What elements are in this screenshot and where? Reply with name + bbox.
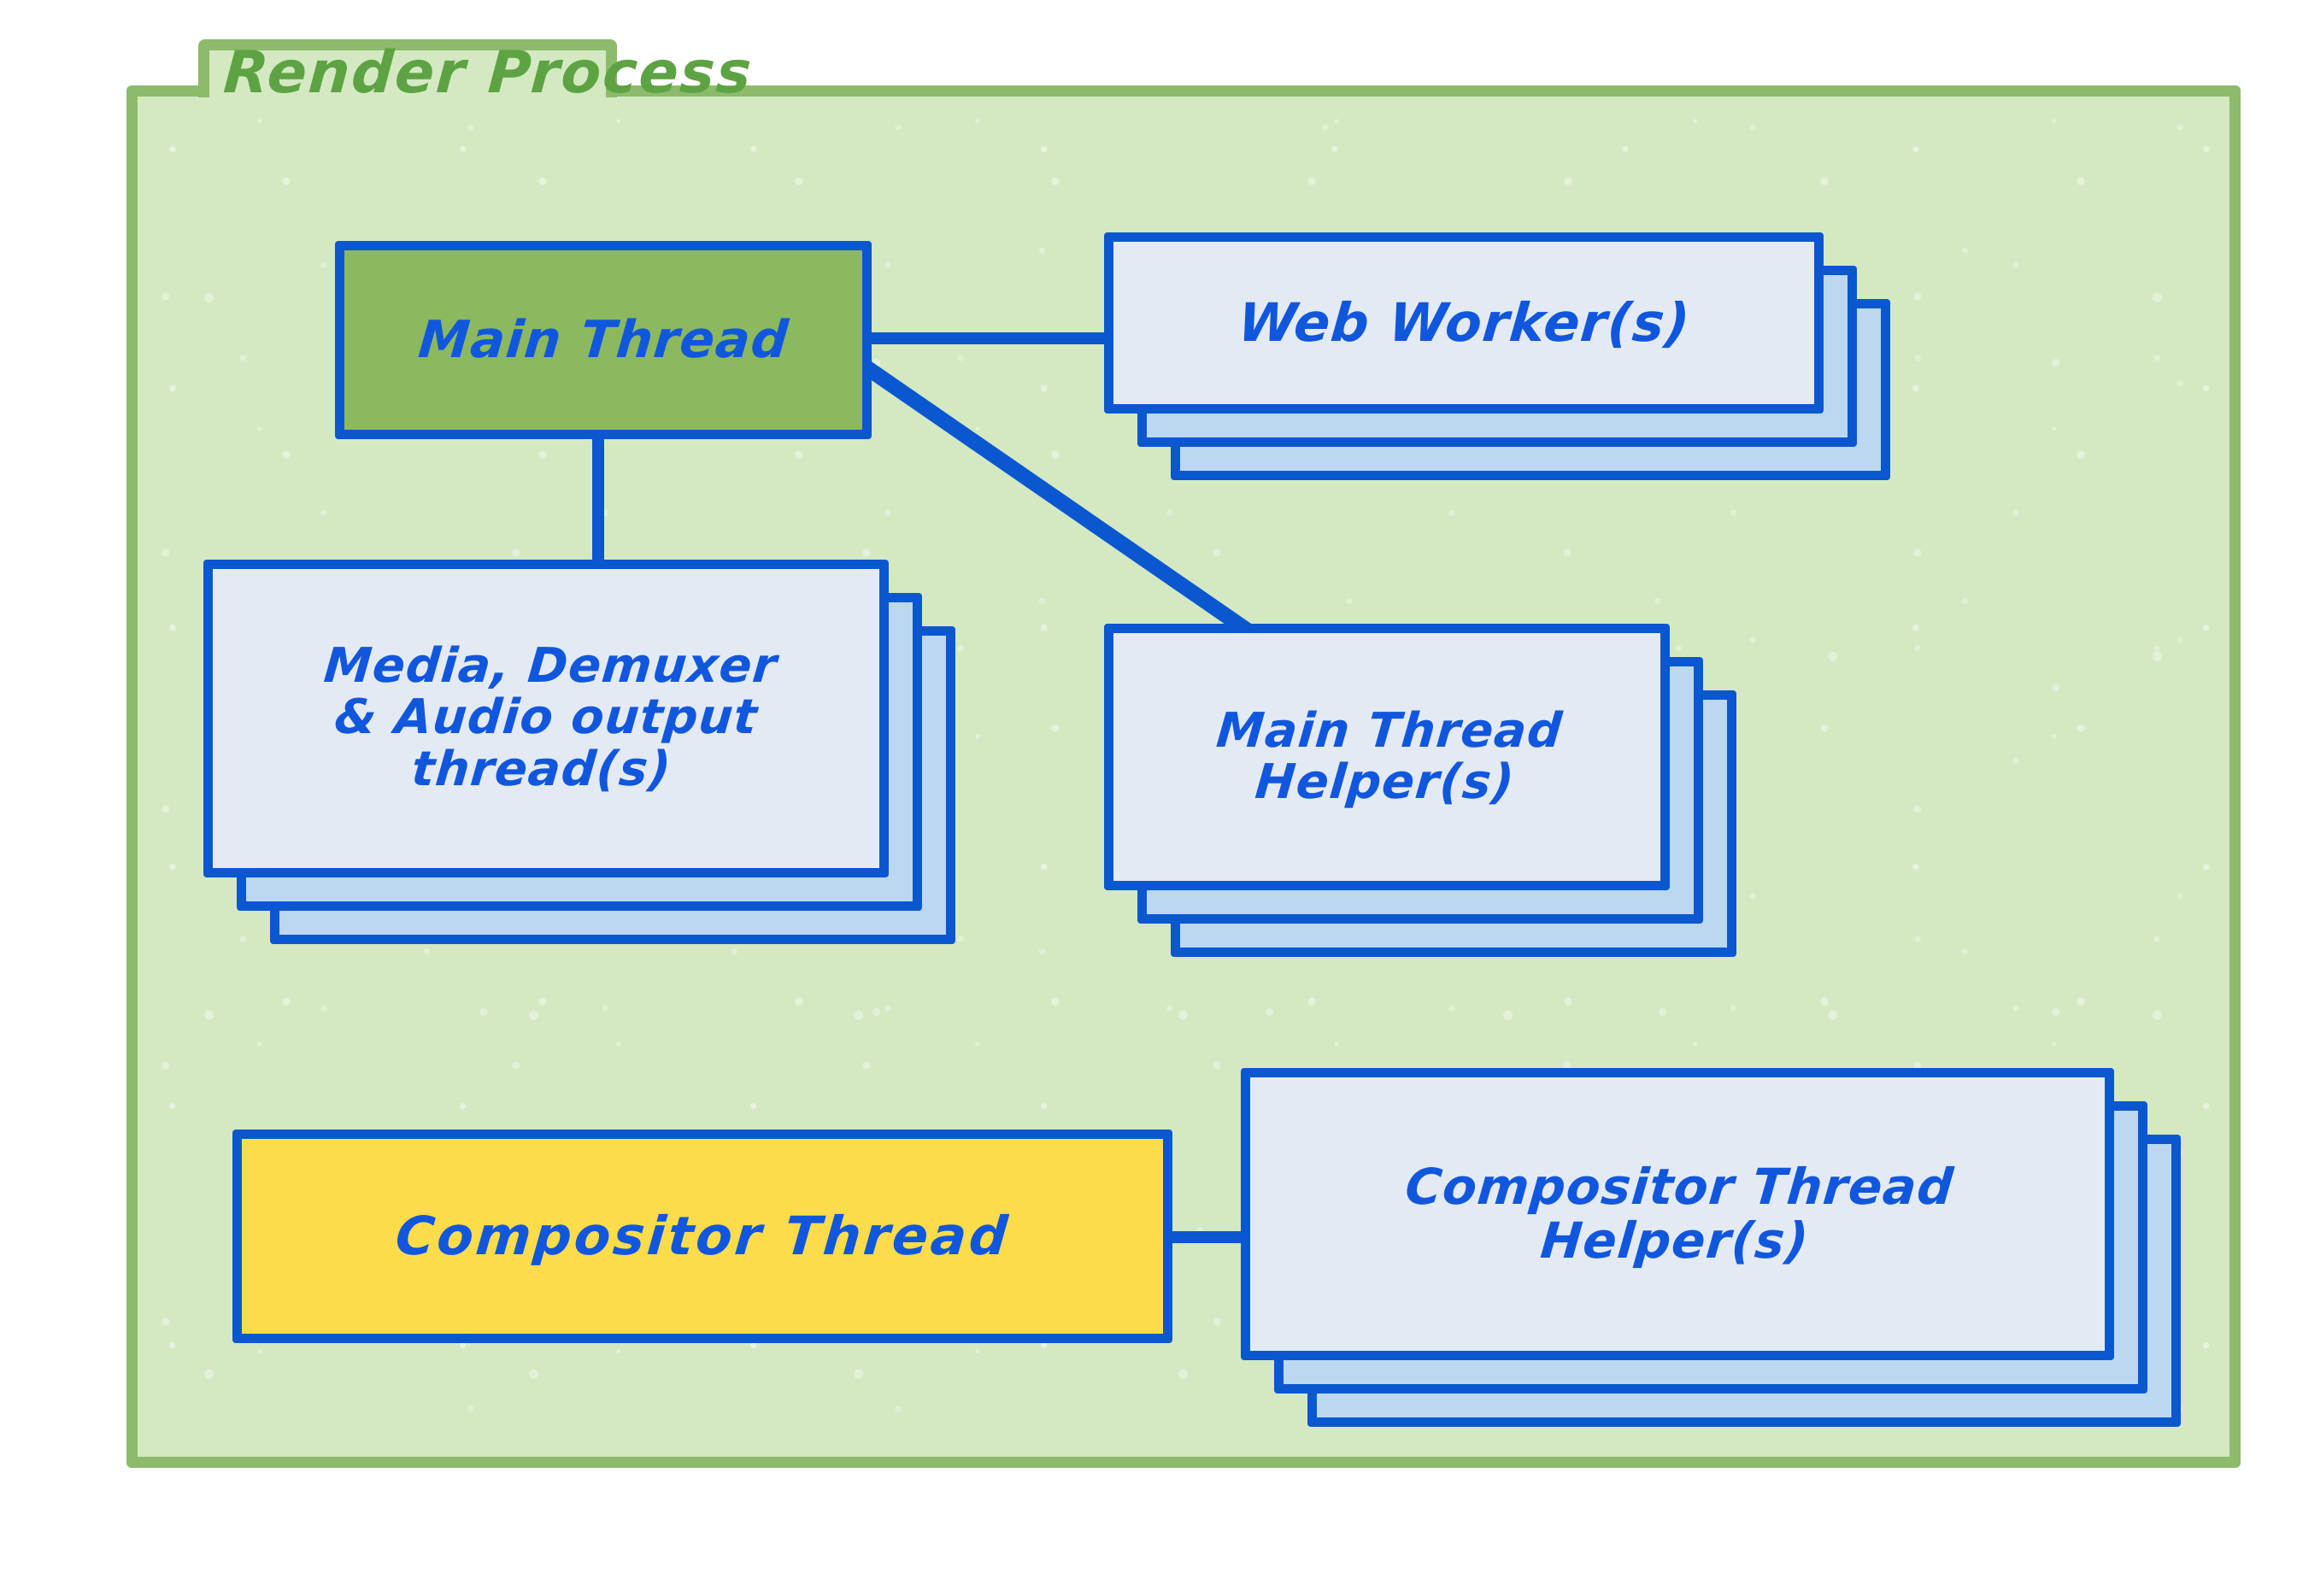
- node-compositor-thread-helper-label: Compositor Thread Helper(s): [1403, 1158, 1957, 1270]
- node-main-thread[interactable]: Main Thread: [335, 241, 872, 439]
- node-media-demuxer-audio-output-thread[interactable]: Media, Demuxer & Audio output thread(s): [203, 560, 955, 944]
- page-title: Render Process: [221, 38, 755, 107]
- node-main-thread-helper[interactable]: Main Thread Helper(s): [1104, 624, 1736, 957]
- node-compositor-thread-helper-card-front: Compositor Thread Helper(s): [1241, 1068, 2114, 1360]
- node-web-worker-label: Web Worker(s): [1235, 290, 1693, 354]
- node-compositor-thread-label: Compositor Thread: [392, 1204, 1013, 1267]
- render-process-tab: [198, 39, 617, 97]
- node-compositor-thread-helper[interactable]: Compositor Thread Helper(s): [1241, 1068, 2181, 1427]
- node-media-label: Media, Demuxer & Audio output thread(s): [321, 638, 780, 798]
- node-main-thread-helper-card-front: Main Thread Helper(s): [1104, 624, 1670, 890]
- node-main-thread-card: Main Thread: [335, 241, 872, 439]
- node-main-thread-helper-label: Main Thread Helper(s): [1213, 702, 1565, 810]
- node-media-card-front: Media, Demuxer & Audio output thread(s): [203, 560, 889, 877]
- node-compositor-thread-card: Compositor Thread: [232, 1130, 1172, 1343]
- node-web-worker-card-front: Web Worker(s): [1104, 232, 1824, 414]
- node-web-worker[interactable]: Web Worker(s): [1104, 232, 1890, 480]
- node-main-thread-label: Main Thread: [415, 309, 791, 370]
- node-compositor-thread[interactable]: Compositor Thread: [232, 1130, 1172, 1343]
